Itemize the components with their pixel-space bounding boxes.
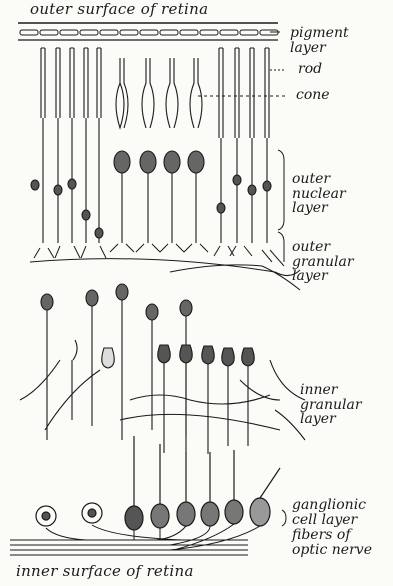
inner-granular-layer-label: inner granular layer [300,383,370,427]
outer-granular-synapses [30,244,300,290]
rod-cells-right [217,48,271,243]
cone-label: cone [296,88,330,103]
outer-surface-label: outer surface of retina [30,2,208,18]
pigment-layer-label: pigment layer [290,26,365,55]
ganglionic-cell-layer-label: ganglionic cell layer [292,498,387,527]
cone-cells [114,58,204,243]
pigment-layer-band [18,23,278,40]
bipolar-cells [41,284,192,440]
outer-nuclear-layer-label: outer nuclear layer [292,172,362,216]
outer-granular-layer-label: outer granular layer [292,240,362,284]
inner-surface-label: inner surface of retina [16,564,194,580]
inner-granular-cells [20,340,305,454]
rod-label: rod [298,62,322,77]
optic-nerve-fibers-label: fibers of optic nerve [292,528,387,557]
label-pointers [198,32,288,526]
ganglion-cells [36,436,280,530]
rod-cells-left [31,48,103,243]
